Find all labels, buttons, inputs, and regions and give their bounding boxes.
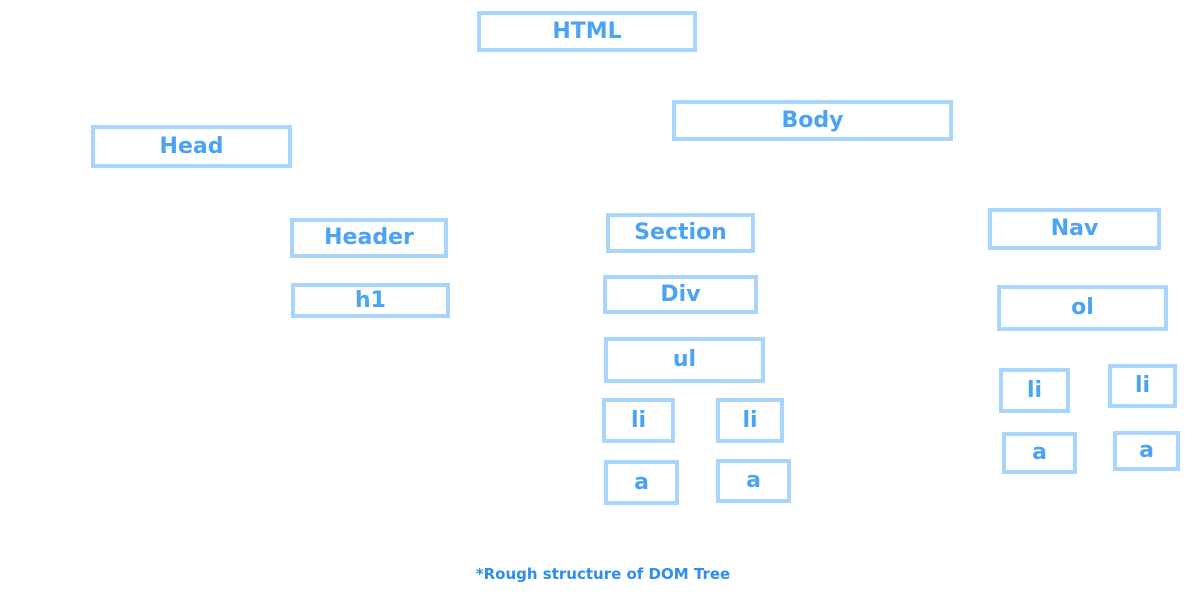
node-div-label: Div	[660, 281, 701, 307]
node-div: Div	[603, 275, 758, 314]
node-ul-a-2: a	[716, 459, 791, 503]
node-body-label: Body	[781, 107, 844, 133]
node-html-label: HTML	[552, 18, 622, 44]
node-h1-label: h1	[355, 287, 386, 313]
diagram-caption: *Rough structure of DOM Tree	[475, 565, 731, 583]
node-h1: h1	[291, 283, 450, 318]
node-ul: ul	[604, 337, 765, 383]
node-section: Section	[606, 213, 755, 253]
node-ol-li-2-label: li	[1134, 373, 1151, 398]
node-ol-li-1: li	[999, 368, 1070, 413]
node-nav-label: Nav	[1050, 216, 1099, 241]
node-nav: Nav	[988, 208, 1161, 250]
node-ul-li-2: li	[716, 398, 784, 443]
node-ol-a-2: a	[1113, 431, 1180, 471]
node-ol-li-2: li	[1108, 364, 1177, 408]
node-body: Body	[672, 100, 953, 141]
node-head-label: Head	[159, 133, 224, 159]
node-ul-li-2-label: li	[742, 407, 758, 433]
node-header-label: Header	[324, 225, 414, 250]
node-ol-label: ol	[1071, 295, 1094, 320]
node-ul-li-1-label: li	[630, 407, 647, 433]
node-ul-a-1-label: a	[634, 469, 649, 495]
node-ol-a-1: a	[1002, 432, 1077, 474]
node-ol-a-1-label: a	[1032, 440, 1047, 465]
node-header: Header	[290, 218, 448, 258]
node-ol: ol	[997, 285, 1168, 331]
node-ul-label: ul	[672, 347, 697, 372]
node-ul-a-1: a	[604, 460, 679, 505]
node-section-label: Section	[634, 220, 727, 245]
node-ol-a-2-label: a	[1139, 438, 1154, 463]
node-ul-a-2-label: a	[746, 468, 761, 493]
node-ol-li-1-label: li	[1026, 377, 1043, 403]
node-html: HTML	[477, 11, 697, 52]
node-head: Head	[91, 125, 292, 168]
node-ul-li-1: li	[602, 398, 675, 443]
